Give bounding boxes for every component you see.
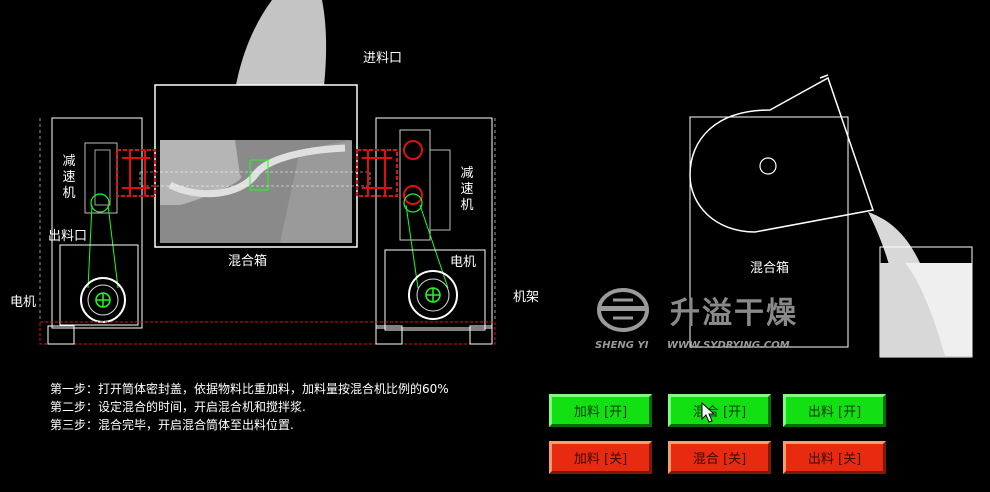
tilted-drum: [689, 76, 874, 233]
label-inlet: 进料口: [363, 51, 403, 66]
logo-url: WWW.SYDRYING.COM: [667, 340, 790, 351]
mouse-cursor-icon: [701, 402, 716, 423]
drum-axis: [759, 157, 777, 175]
mix-on-button[interactable]: 混合 [开]: [668, 394, 771, 427]
step-2: 第二步：设定混合的时间，开启混合机和搅拌浆.: [50, 400, 306, 414]
left-flange: [116, 149, 156, 197]
left-reducer-frame: [51, 117, 143, 329]
label-mixing-box-right: 混合箱: [750, 261, 790, 276]
label-frame: 机架: [513, 290, 540, 305]
label-mixing-box-left: 混合箱: [228, 254, 268, 269]
step-1: 第一步：打开筒体密封盖，依据物料比重加料，加料量按混合机比例的60%: [50, 382, 449, 396]
label-outlet: 出料口: [48, 229, 88, 244]
label-reducer-right: 减速机: [460, 166, 474, 213]
discharge-off-button[interactable]: 出料 [关]: [783, 441, 886, 474]
label-motor-left: 电机: [10, 295, 37, 310]
step-3: 第三步：混合完毕，开启混合筒体至出料位置.: [50, 418, 294, 432]
feed-off-button[interactable]: 加料 [关]: [549, 441, 652, 474]
label-reducer-left: 减速机: [62, 154, 76, 201]
right-reducer-frame: [375, 117, 493, 329]
right-motor-body: [384, 249, 486, 331]
logo-icon: [597, 288, 649, 332]
left-motor-body: [59, 244, 139, 326]
front-frame: [689, 116, 849, 348]
discharge-on-button[interactable]: 出料 [开]: [783, 394, 886, 427]
right-flange: [356, 140, 423, 205]
company-logo: 升溢干燥 SHENG YI WWW.SYDRYING.COM: [585, 282, 815, 352]
logo-name-en: SHENG YI: [595, 340, 649, 351]
base-frame: [39, 321, 496, 345]
logo-name-cn: 升溢干燥: [670, 296, 798, 331]
instruction-steps: 第一步：打开筒体密封盖，依据物料比重加料，加料量按混合机比例的60% 第二步：设…: [50, 380, 449, 434]
agitator-shaft: [168, 144, 346, 198]
mix-off-button[interactable]: 混合 [关]: [668, 441, 771, 474]
feed-on-button[interactable]: 加料 [开]: [549, 394, 652, 427]
label-motor-right: 电机: [450, 255, 477, 270]
